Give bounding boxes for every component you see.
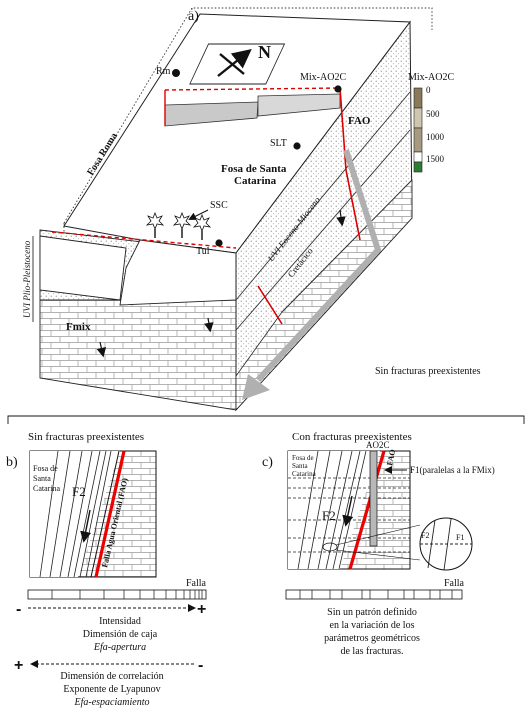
c-fosa-3: Catarina bbox=[292, 470, 317, 478]
c-fosa-2: Santa bbox=[292, 462, 308, 470]
b-axis2-line3: Efa-espaciamiento bbox=[74, 697, 150, 708]
block-outline-dotted bbox=[63, 7, 433, 232]
rm-label: Rm bbox=[156, 66, 171, 77]
b-fosa-2: Santa bbox=[33, 474, 51, 483]
panel-b: Sin fracturas preexistentes b) Fosa de S… bbox=[6, 431, 207, 708]
north-label: N bbox=[258, 42, 271, 62]
ssc-label: SSC bbox=[210, 200, 228, 211]
slt-well-icon bbox=[293, 142, 301, 150]
c-well-label: AO2C bbox=[366, 440, 390, 450]
b-fault-red bbox=[94, 450, 126, 578]
side-note: Sin fracturas preexistentes bbox=[375, 366, 481, 377]
b-axis2-plus: + bbox=[14, 657, 23, 674]
section-bracket bbox=[7, 415, 525, 424]
b-axis2-minus: - bbox=[198, 657, 203, 674]
front-wedge-left bbox=[39, 235, 127, 301]
panel-a: N a) Rm Mix-AO2C FAO SLT Fosa de Santa C… bbox=[7, 7, 525, 424]
c-falla-label: Falla bbox=[444, 578, 465, 589]
well-log-title: Mix-AO2C bbox=[408, 72, 454, 83]
c-caption-1: Sin un patrón definido bbox=[327, 607, 417, 618]
panel-c-label: c) bbox=[262, 455, 273, 470]
b-fosa-3: Catarina bbox=[33, 484, 61, 493]
c-fosa-area bbox=[288, 451, 380, 569]
panel-b-label: b) bbox=[6, 455, 18, 470]
b-fracture-lines bbox=[39, 450, 112, 578]
panel-b-title: Sin fracturas preexistentes bbox=[28, 431, 144, 443]
b-scanline-ticks bbox=[51, 590, 203, 599]
c-scanline-ticks bbox=[299, 590, 453, 599]
uvi-plio-label: UVI Plio-Pleistoceno bbox=[22, 240, 32, 318]
c-zoom-source bbox=[322, 542, 338, 552]
b-falla-label: Falla bbox=[186, 578, 207, 589]
b-axis-plus: + bbox=[197, 601, 206, 618]
b-axis-line2: Dimensión de caja bbox=[83, 629, 158, 640]
c-caption-2: en la variación de los bbox=[330, 620, 415, 631]
c-scanline bbox=[285, 589, 463, 600]
panel-c: Con fracturas preexistentes c) AO2C Fosa… bbox=[262, 431, 495, 657]
c-f2: F2 bbox=[322, 508, 336, 523]
b-axis-minus: - bbox=[16, 601, 21, 618]
c-caption-4: de las fracturas. bbox=[340, 646, 403, 657]
b-axis-line3: Efa-apertura bbox=[93, 642, 146, 653]
panel-a-label: a) bbox=[188, 9, 199, 24]
front-wedge bbox=[119, 239, 237, 306]
c-inset-f1: F1 bbox=[456, 533, 464, 542]
c-fosa-1: Fosa de bbox=[292, 454, 314, 462]
mix-well-label: Mix-AO2C bbox=[300, 72, 346, 83]
seep-icons bbox=[145, 211, 212, 240]
fosa-santa-line1: Fosa de Santa bbox=[221, 163, 287, 175]
c-fault-red bbox=[348, 450, 386, 570]
b-axis2-line1: Dimensión de correlación bbox=[60, 671, 163, 682]
fao-label: FAO bbox=[348, 115, 371, 127]
front-face-brick bbox=[39, 299, 237, 411]
b-scanline bbox=[27, 589, 207, 600]
fosa-santa-line2: Catarina bbox=[234, 175, 277, 187]
fmix-label: Fmix bbox=[66, 321, 91, 333]
b-f2: F2 bbox=[72, 484, 86, 499]
depth-0: 0 bbox=[426, 85, 431, 95]
c-fracture-lines bbox=[297, 450, 367, 570]
fault-slab-right bbox=[257, 93, 341, 117]
red-dashed-top bbox=[164, 87, 341, 91]
mix-well-icon bbox=[334, 85, 342, 93]
c-well-bar bbox=[369, 450, 378, 547]
depth-1500: 1500 bbox=[426, 154, 445, 164]
b-axis-line1: Intensidad bbox=[99, 616, 141, 627]
b-fosa-1: Fosa de bbox=[33, 464, 58, 473]
slt-label: SLT bbox=[270, 138, 287, 149]
depth-500: 500 bbox=[426, 109, 440, 119]
b-fosa-area bbox=[30, 451, 120, 577]
c-caption-3: parámetros geométricos bbox=[324, 633, 420, 644]
c-inset-f2: F2 bbox=[421, 531, 429, 540]
b-axis2-line2: Exponente de Lyapunov bbox=[63, 684, 160, 695]
c-f1-note: F1(paralelas a la FMix) bbox=[410, 465, 495, 475]
tul-label: Tul bbox=[196, 246, 210, 257]
panel-c-title: Con fracturas preexistentes bbox=[292, 431, 412, 443]
red-dashed-bottom bbox=[51, 231, 237, 249]
c-fao-label: FAO bbox=[385, 449, 397, 467]
depth-1000: 1000 bbox=[426, 132, 445, 142]
well-log: Mix-AO2C 0 500 1000 1500 bbox=[408, 72, 454, 173]
rm-well-icon bbox=[172, 69, 180, 77]
gray-arrowhead bbox=[242, 374, 270, 400]
gray-connector-arrow bbox=[255, 149, 382, 383]
tul-well-icon bbox=[215, 239, 223, 247]
red-fault-trace bbox=[257, 87, 361, 325]
